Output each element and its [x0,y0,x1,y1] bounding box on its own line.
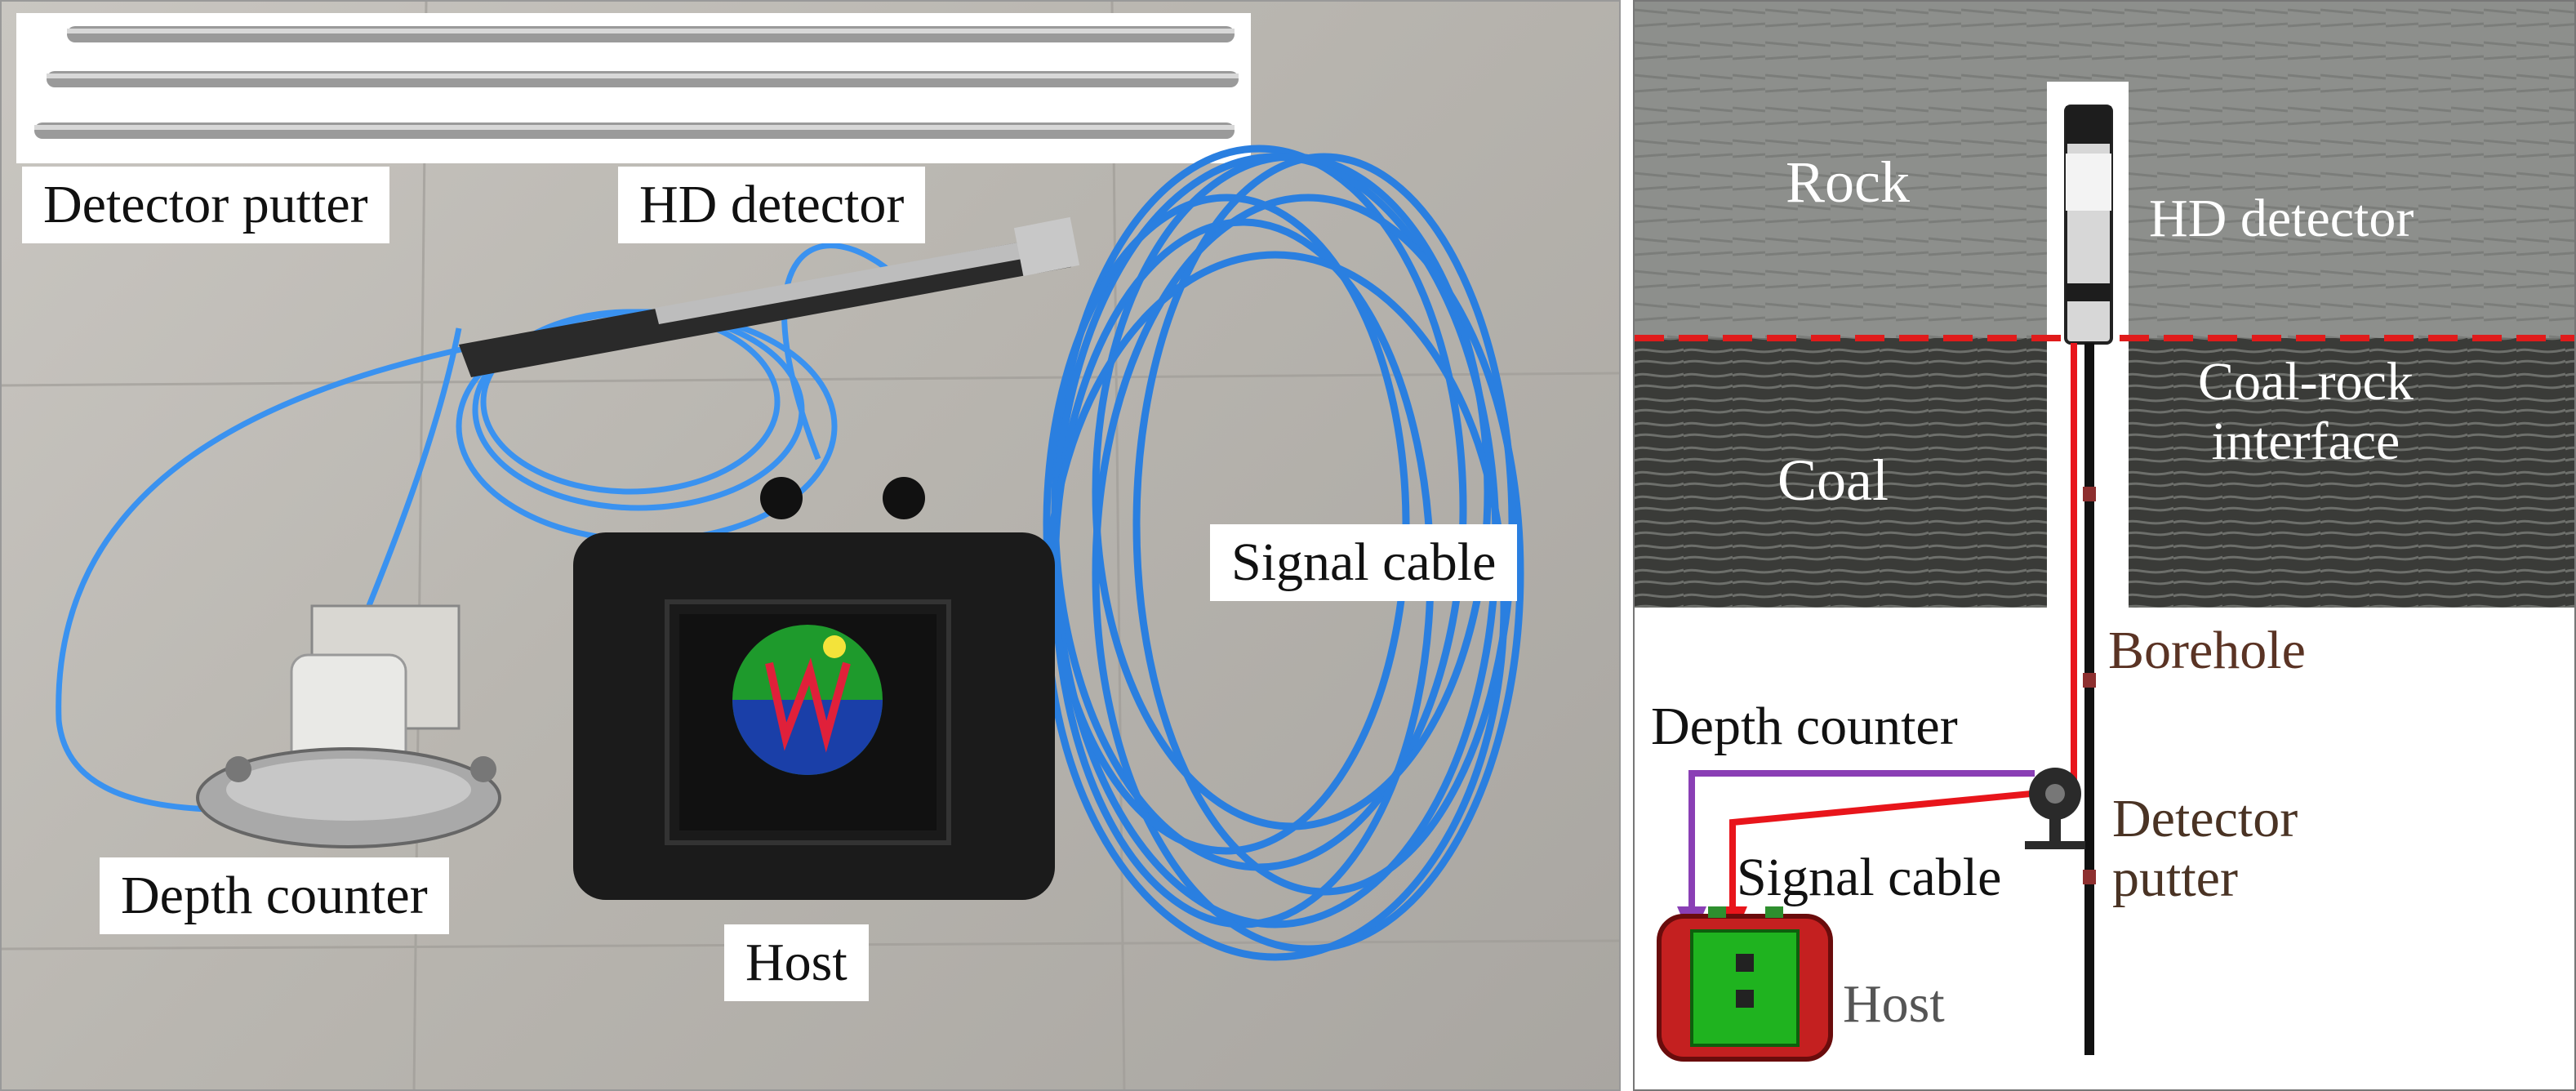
hd-detector-probe [459,216,1080,377]
hd-detector-icon [2064,105,2113,345]
detector-putter-rod [2084,343,2094,1055]
label-rock: Rock [1786,149,1910,215]
rod-highlight [34,125,1235,130]
label-coal-rock-interface: Coal-rock interface [2198,352,2414,471]
schematic-drawing [1635,2,2574,1089]
photo-illustration [2,2,1619,1089]
putter-rods [34,26,1239,139]
label-depth-counter-diagram: Depth counter [1651,697,1958,756]
equipment-photo: Detector putter HD detector Signal cable… [0,0,1621,1091]
host-icon [1657,906,1833,1062]
host-device [573,477,1055,900]
label-coal: Coal [1777,448,1889,513]
label-depth-counter: Depth counter [100,857,449,934]
depth-counter-device [196,604,501,848]
schematic-diagram: Rock HD detector Coal Coal-rock interfac… [1633,0,2576,1091]
rod-joints [2083,487,2096,884]
signal-cable-line [1729,343,2077,912]
depth-counter-icon [2025,768,2085,849]
label-host: Host [724,924,869,1001]
label-hd-detector: HD detector [618,167,926,243]
label-signal-cable-diagram: Signal cable [1737,848,2002,907]
label-signal-cable: Signal cable [1210,524,1518,601]
rod-highlight [47,73,1239,78]
label-borehole: Borehole [2108,621,2306,680]
label-detector-putter: Detector putter [22,167,389,243]
label-host-diagram: Host [1843,974,1945,1034]
depth-counter-line [1688,770,2035,912]
rod-highlight [67,29,1235,33]
label-hd-detector-diagram: HD detector [2149,189,2414,248]
label-detector-putter-diagram: Detector putter [2112,789,2298,908]
